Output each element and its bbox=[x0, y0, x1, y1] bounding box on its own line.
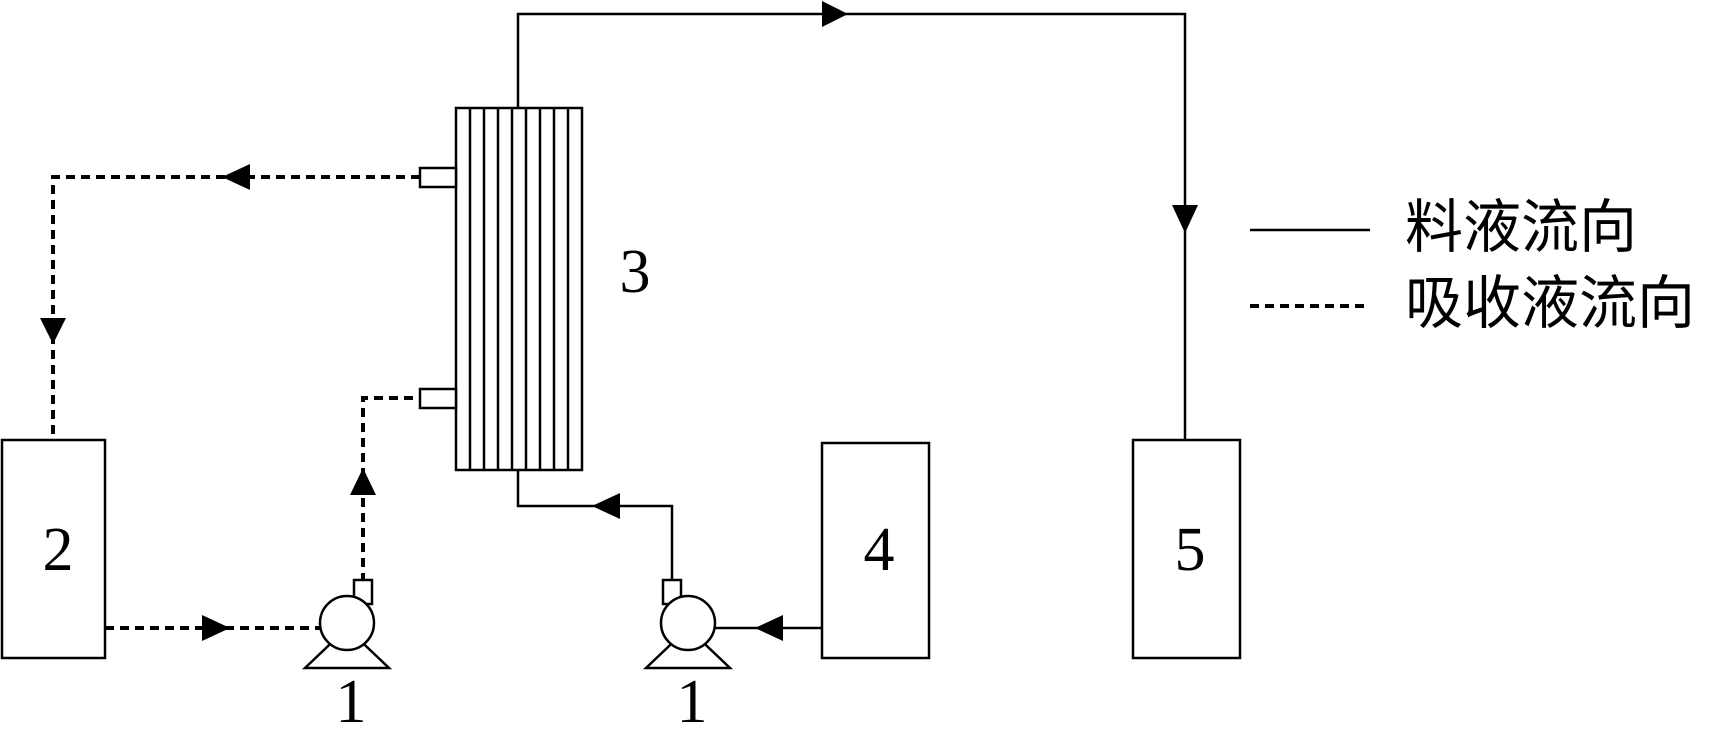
label-tank-absorbent: 2 bbox=[43, 516, 74, 584]
legend-label-feed: 料液流向 bbox=[1405, 193, 1637, 261]
label-pump-left: 1 bbox=[336, 668, 367, 736]
absorbent-line-module-to-tank2 bbox=[51, 175, 420, 440]
arrow-left-tank4 bbox=[755, 615, 783, 641]
pump-right bbox=[642, 578, 734, 670]
pump-right-body bbox=[659, 594, 717, 652]
arrow-up-dashed bbox=[350, 468, 376, 495]
label-pump-right: 1 bbox=[677, 668, 708, 736]
feed-line-pump-to-module bbox=[516, 470, 674, 585]
label-tank-receiver: 5 bbox=[1175, 516, 1206, 584]
membrane-module bbox=[418, 106, 584, 472]
membrane-module-body bbox=[454, 106, 584, 472]
arrow-right-dashed bbox=[202, 615, 230, 641]
arrow-left-bottom bbox=[592, 493, 620, 519]
arrow-right-top bbox=[822, 1, 848, 27]
legend: 料液流向 吸收液流向 bbox=[1250, 193, 1695, 337]
pump-left bbox=[301, 578, 393, 670]
legend-label-absorbent: 吸收液流向 bbox=[1405, 269, 1695, 337]
absorbent-flow-lines bbox=[51, 175, 420, 630]
flow-arrows bbox=[40, 1, 1198, 641]
membrane-fibers bbox=[468, 108, 570, 470]
module-port-top bbox=[418, 166, 458, 189]
feed-line-module-to-tank5 bbox=[516, 12, 1187, 440]
arrow-left-dashed-top bbox=[222, 164, 250, 190]
arrow-down-right bbox=[1172, 205, 1198, 233]
absorbent-line-pump-to-module bbox=[361, 396, 420, 582]
tank-receiver bbox=[1131, 438, 1242, 660]
pump-left-body bbox=[318, 594, 376, 652]
tank-feed bbox=[820, 441, 931, 660]
tank-absorbent bbox=[0, 438, 107, 660]
label-tank-feed: 4 bbox=[864, 516, 895, 584]
arrow-down-dashed bbox=[40, 318, 66, 344]
module-port-bottom bbox=[418, 387, 458, 410]
label-membrane-module: 3 bbox=[620, 238, 651, 306]
